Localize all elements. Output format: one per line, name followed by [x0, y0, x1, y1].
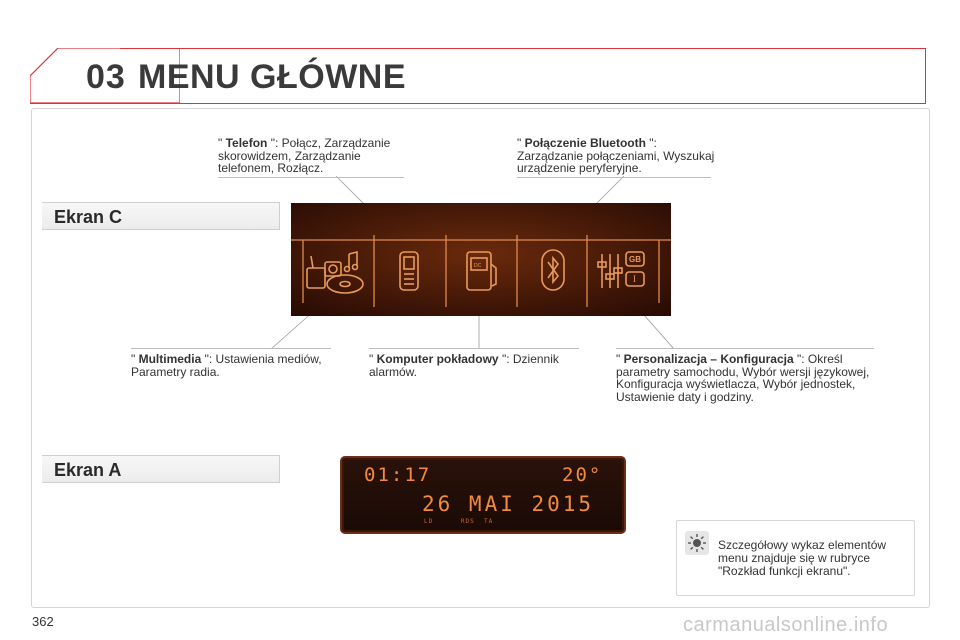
page-title: MENU GŁÓWNE	[138, 58, 407, 96]
watermark: carmanualsonline.info	[683, 614, 889, 636]
info-text: Szczegółowy wykaz elementów menu znajduj…	[718, 538, 887, 578]
lcd-time: 01:17	[364, 464, 432, 486]
multimedia-icon	[306, 250, 364, 294]
svg-text:I: I	[633, 274, 636, 284]
lcd-date: 26 MAI 2015	[422, 492, 595, 516]
sun-icon	[685, 531, 709, 555]
desc-personalizacja: " Personalizacja – Konfiguracja ": Okreś…	[616, 348, 884, 403]
lcd-temperature: 20°	[562, 464, 603, 486]
screen-c-display	[291, 203, 671, 316]
header-bottom-rule	[30, 103, 926, 104]
settings-icon: GB I	[597, 251, 645, 288]
phone-icon	[399, 251, 419, 291]
svg-text:DC: DC	[474, 263, 482, 269]
trip-computer-icon: DC	[466, 251, 497, 291]
svg-text:GB: GB	[629, 255, 641, 264]
desc-komputer: " Komputer pokładowy ": Dziennik alarmów…	[369, 348, 584, 378]
chapter-number: 03	[86, 58, 126, 96]
header-right-rule	[925, 48, 926, 104]
page-number: 362	[32, 614, 54, 629]
bluetooth-icon	[541, 249, 565, 291]
section-ekran-a: Ekran A	[42, 455, 280, 483]
lcd-flags: LD RDS TA	[424, 518, 494, 525]
screen-a-display: 01:17 20° 26 MAI 2015 LD RDS TA	[340, 456, 626, 534]
desc-multimedia: " Multimedia ": Ustawienia mediów, Param…	[131, 348, 346, 378]
info-note: Szczegółowy wykaz elementów menu znajduj…	[676, 520, 915, 596]
section-ekran-c: Ekran C	[42, 202, 280, 230]
desc-bluetooth: " Połączenie Bluetooth ": Zarządzanie po…	[517, 137, 717, 178]
desc-telefon: " Telefon ": Połącz, Zarządzanie skorowi…	[218, 137, 408, 178]
header-top-rule	[120, 48, 926, 49]
